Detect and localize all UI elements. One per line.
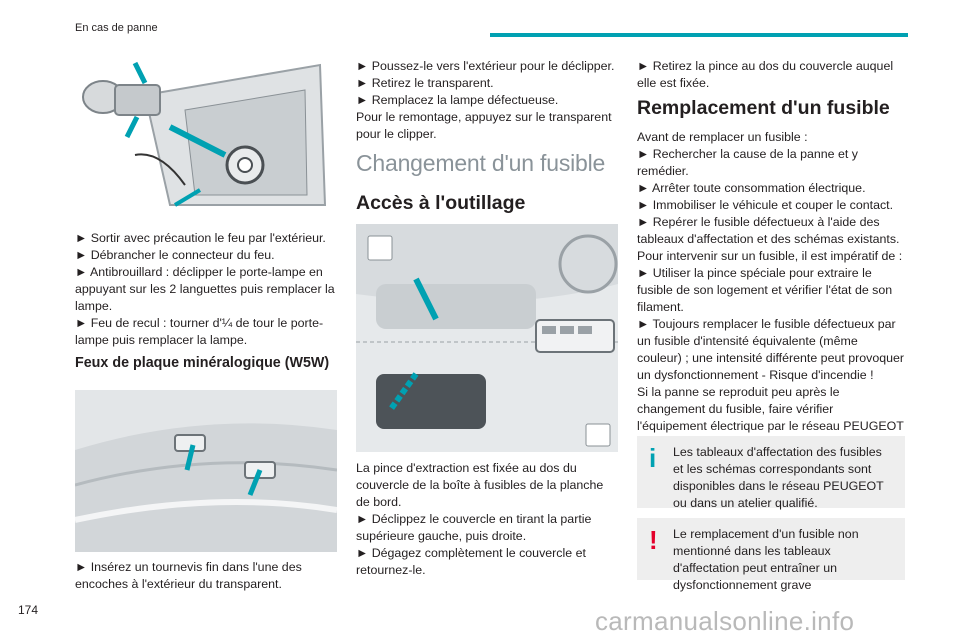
step-locate-fuse: ► Repérer le fusible défectueux à l'aide… — [637, 215, 900, 246]
plate-light-heading: Feux de plaque minéralogique (W5W) — [75, 355, 330, 371]
section-title-tools: Accès à l'outillage — [356, 192, 526, 214]
step-push-out: ► Poussez-le vers l'extérieur pour le dé… — [356, 59, 615, 73]
header-accent-bar — [490, 33, 908, 37]
step-stop-consumption: ► Arrêter toute consommation électrique. — [637, 181, 866, 195]
info-box: i Les tableaux d'affectation des fusible… — [637, 436, 905, 510]
chapter-title-wrap: Changement d'un fusible — [356, 150, 618, 176]
info-icon: i — [649, 443, 657, 473]
rear-light-illustration — [75, 55, 337, 215]
section-title-wrap: Accès à l'outillage — [356, 192, 618, 214]
warning-box-text: Le remplacement d'un fusible non mention… — [673, 527, 859, 592]
rear-light-steps: ► Sortir avec précaution le feu par l'ex… — [75, 230, 337, 349]
step-fog-light: ► Antibrouillard : déclipper le porte-la… — [75, 265, 335, 313]
plate-steps: ► Insérez un tournevis fin dans l'une de… — [75, 559, 337, 593]
running-header: En cas de panne — [75, 22, 158, 34]
step-immobilise: ► Immobiliser le véhicule et couper le c… — [637, 198, 894, 212]
step-remove-pliers: ► Retirez la pince au dos du couvercle a… — [637, 59, 894, 90]
fuse-requirement: Pour intervenir sur un fusible, il est i… — [637, 249, 903, 263]
step-same-rating: ► Toujours remplacer le fusible défectue… — [637, 317, 905, 382]
fuse-body: Avant de remplacer un fusible : ► Recher… — [637, 129, 905, 452]
page-number: 174 — [18, 603, 39, 617]
watermark: carmanualsonline.info — [595, 606, 855, 636]
warning-icon: ! — [649, 525, 658, 555]
step-insert-screwdriver: ► Insérez un tournevis fin dans l'une de… — [75, 560, 302, 591]
warning-box: ! Le remplacement d'un fusible non menti… — [637, 518, 905, 592]
plate-heading-wrap: Feux de plaque minéralogique (W5W) — [75, 355, 337, 372]
extractor-location: La pince d'extraction est fixée au dos d… — [356, 461, 604, 509]
step-disconnect: ► Débrancher le connecteur du feu. — [75, 248, 275, 262]
chapter-title: Changement d'un fusible — [356, 150, 606, 176]
info-box-text: Les tableaux d'affectation des fusibles … — [673, 445, 884, 510]
reassembly-note: Pour le remontage, appuyez sur le transp… — [356, 110, 612, 141]
fuse-section-title-wrap: Remplacement d'un fusible — [637, 97, 905, 119]
tools-body: La pince d'extraction est fixée au dos d… — [356, 460, 618, 579]
step-remove-cover: ► Dégagez complètement le couvercle et r… — [356, 546, 586, 577]
fuse-intro: Avant de remplacer un fusible : — [637, 130, 808, 144]
fusebox-illustration — [356, 224, 618, 452]
plate-light-illustration — [75, 390, 337, 552]
step-replace-lamp: ► Remplacez la lampe défectueuse. — [356, 93, 559, 107]
step-find-cause: ► Rechercher la cause de la panne et y r… — [637, 147, 858, 178]
step-unclip-cover: ► Déclippez le couvercle en tirant la pa… — [356, 512, 592, 543]
pliers-step: ► Retirez la pince au dos du couvercle a… — [637, 58, 905, 92]
lamp-replace-steps: ► Poussez-le vers l'extérieur pour le dé… — [356, 58, 618, 143]
step-reverse-light: ► Feu de recul : tourner d'¼ de tour le … — [75, 316, 324, 347]
step-remove-light: ► Sortir avec précaution le feu par l'ex… — [75, 231, 326, 245]
section-title-fuse: Remplacement d'un fusible — [637, 97, 890, 119]
step-use-pliers: ► Utiliser la pince spéciale pour extrai… — [637, 266, 893, 314]
step-remove-lens: ► Retirez le transparent. — [356, 76, 494, 90]
